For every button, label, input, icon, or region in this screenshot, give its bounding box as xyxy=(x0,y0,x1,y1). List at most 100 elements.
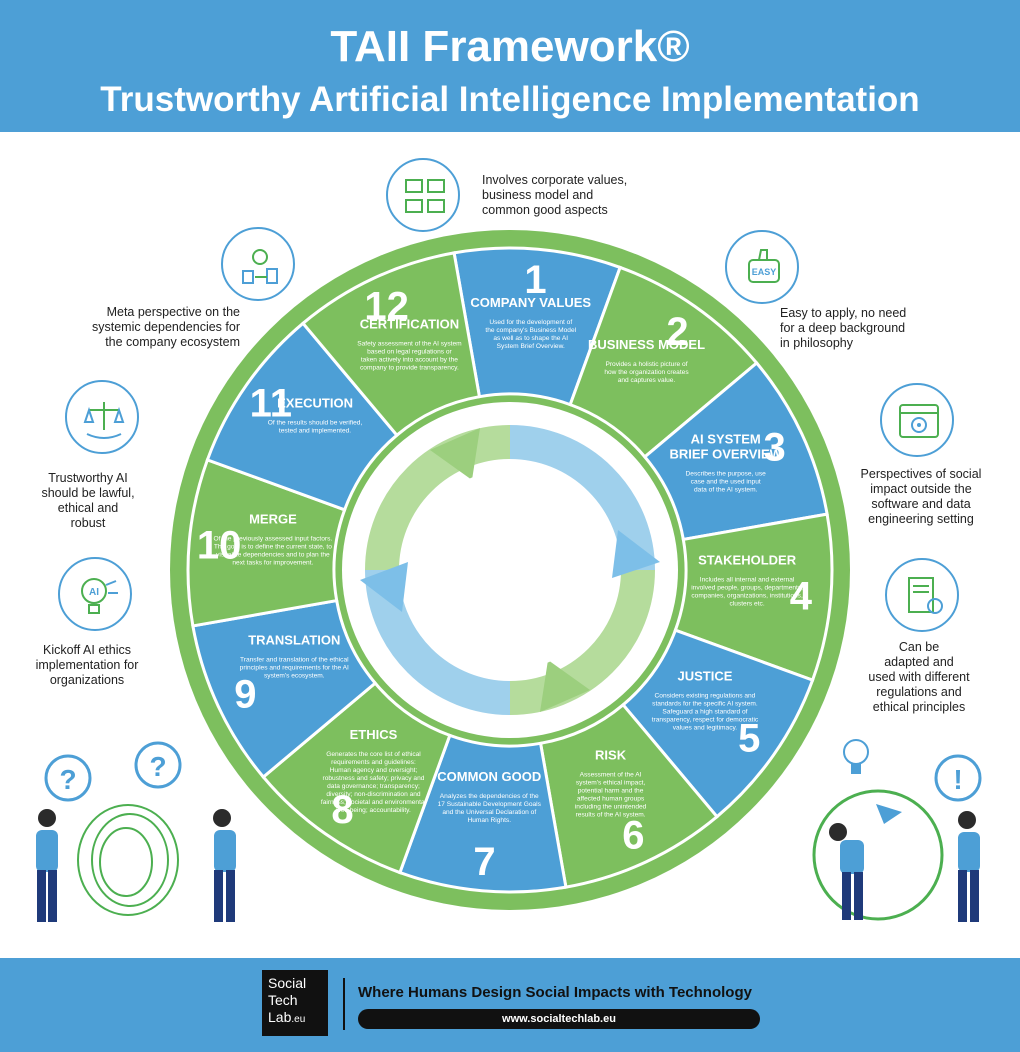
step-number-6: 6 xyxy=(622,814,644,858)
step-desc: case and the used input xyxy=(691,478,761,485)
step-number-8: 8 xyxy=(331,788,353,832)
step-title: TRANSLATION xyxy=(248,633,340,648)
step-desc: tested and implemented. xyxy=(279,427,351,434)
side-note-top: Involves corporate values, business mode… xyxy=(482,173,628,217)
footer-url-link[interactable]: www.socialtechlab.eu xyxy=(358,1009,760,1029)
step-number-5: 5 xyxy=(738,716,760,760)
step-title: RISK xyxy=(595,748,627,763)
settings-window-icon xyxy=(880,383,954,457)
step-label-1: COMPANY VALUES Used for the development o… xyxy=(470,295,591,350)
svg-text:AI: AI xyxy=(89,587,99,598)
social-tech-lab-logo: Social Tech Lab.eu xyxy=(262,970,328,1036)
side-note-left1: Meta perspective on the systemic depende… xyxy=(92,305,240,349)
ai-bulb-icon: AI xyxy=(58,557,132,631)
easy-to-use-icon: EASY xyxy=(725,230,799,304)
step-desc: Assessment of the AI xyxy=(580,772,642,779)
step-desc: Analyzes the dependencies of the xyxy=(440,793,539,800)
step-desc: results of the AI system. xyxy=(576,812,646,819)
step-desc: Describes the purpose, use xyxy=(686,470,767,477)
footer-tagline: Where Humans Design Social Impacts with … xyxy=(358,984,752,1001)
step-desc: Generates the core list of ethical xyxy=(326,751,421,758)
cycle-arrows xyxy=(360,425,660,715)
step-number-11: 11 xyxy=(250,382,292,426)
segment-12 xyxy=(300,251,482,438)
step-desc: affected human groups xyxy=(577,796,645,803)
step-number-10: 10 xyxy=(197,524,242,568)
step-desc: Used for the development of xyxy=(489,319,572,326)
svg-text:EASY: EASY xyxy=(752,267,777,277)
step-title: COMMON GOOD xyxy=(437,769,541,784)
step-desc: how the organization creates xyxy=(604,369,689,376)
step-desc: System Brief Overview. xyxy=(497,343,565,350)
step-desc: Human agency and oversight; xyxy=(330,767,418,774)
values-chart-icon xyxy=(386,158,460,232)
step-desc: Of the previously assessed input factors… xyxy=(214,535,333,542)
step-label-11: EXECUTION Of the results should be verifi… xyxy=(268,395,363,434)
step-desc: Safeguard a high standard of xyxy=(662,709,747,716)
step-title: CERTIFICATION xyxy=(360,316,459,331)
step-desc: Of the results should be verified, xyxy=(268,419,363,426)
step-desc: the company's Business Model xyxy=(485,327,576,334)
step-desc: and the Universal Declaration of xyxy=(442,809,536,816)
step-desc: principles and requirements for the AI xyxy=(240,665,349,672)
footer-banner xyxy=(0,958,1020,1052)
step-desc: as well as to shape the AI xyxy=(493,335,568,342)
step-title: BUSINESS MODEL xyxy=(588,337,705,352)
justice-scale-icon xyxy=(65,380,139,454)
side-note-left2: Trustworthy AI should be lawful, ethical… xyxy=(41,471,135,530)
step-desc: system's ecosystem. xyxy=(264,673,325,680)
step-label-12: CERTIFICATION Safety assessment of the AI… xyxy=(357,316,462,371)
step-desc: data governance; transparency; xyxy=(327,783,420,790)
step-desc: based on legal regulations or xyxy=(367,348,452,355)
step-desc: transparency, respect for democratic xyxy=(652,717,759,724)
step-title: JUSTICE xyxy=(678,669,733,684)
step-number-1: 1 xyxy=(524,258,546,302)
side-note-left3: Kickoff AI ethics implementation for org… xyxy=(35,643,139,687)
page-title: TAII Framework® xyxy=(330,22,690,71)
step-desc: company to provide transparency. xyxy=(360,364,459,371)
document-stamp-icon xyxy=(885,558,959,632)
step-desc: visualize dependencies and to plan the xyxy=(216,551,330,558)
step-title: STAKEHOLDER xyxy=(698,553,797,568)
step-title: ETHICS xyxy=(350,727,398,742)
step-desc: data of the AI system. xyxy=(694,486,758,493)
step-desc: well-being; accountability. xyxy=(335,807,411,814)
step-label-7: COMMON GOOD Analyzes the dependencies of … xyxy=(437,769,541,824)
ecosystem-icon xyxy=(221,227,295,301)
step-title: COMPANY VALUES xyxy=(470,295,591,310)
step-desc: involved people, groups, departments, xyxy=(691,585,803,592)
step-desc: fairness; societal and environmental xyxy=(321,799,427,806)
step-desc: including the unintended xyxy=(575,804,647,811)
step-title: BRIEF OVERVIEW xyxy=(669,446,782,461)
svg-text:?: ? xyxy=(149,751,166,782)
header-banner: TAII Framework® Trustworthy Artificial I… xyxy=(0,0,1020,132)
step-label-8: ETHICS Generates the core list of ethical… xyxy=(321,727,427,814)
step-desc: 17 Sustainable Development Goals xyxy=(438,801,542,808)
step-number-12: 12 xyxy=(364,284,409,328)
people-right-illustration: ! xyxy=(812,739,982,922)
step-desc: Safety assessment of the AI system xyxy=(357,340,462,347)
step-label-4: STAKEHOLDER Includes all internal and ext… xyxy=(691,553,803,608)
footer-divider xyxy=(343,978,345,1030)
step-desc: values and legitimacy. xyxy=(673,725,738,732)
step-desc: taken actively into account by the xyxy=(361,356,458,363)
step-title: EXECUTION xyxy=(277,395,353,410)
step-desc: Human Rights. xyxy=(467,817,511,824)
step-desc: system's ethical impact, xyxy=(576,780,646,787)
svg-text:?: ? xyxy=(59,764,76,795)
step-number-3: 3 xyxy=(764,426,786,470)
step-desc: next tasks for improvement. xyxy=(232,559,313,566)
people-left-illustration: ? ? xyxy=(36,741,236,922)
step-number-2: 2 xyxy=(666,310,688,354)
page-subtitle: Trustworthy Artificial Intelligence Impl… xyxy=(100,80,920,119)
step-desc: diversity; non-discrimination and xyxy=(326,791,421,798)
step-number-9: 9 xyxy=(234,672,256,716)
step-desc: requirements and guidelines: xyxy=(331,759,416,766)
step-desc: and captures value. xyxy=(618,377,676,384)
step-desc: Includes all internal and external xyxy=(700,577,795,584)
